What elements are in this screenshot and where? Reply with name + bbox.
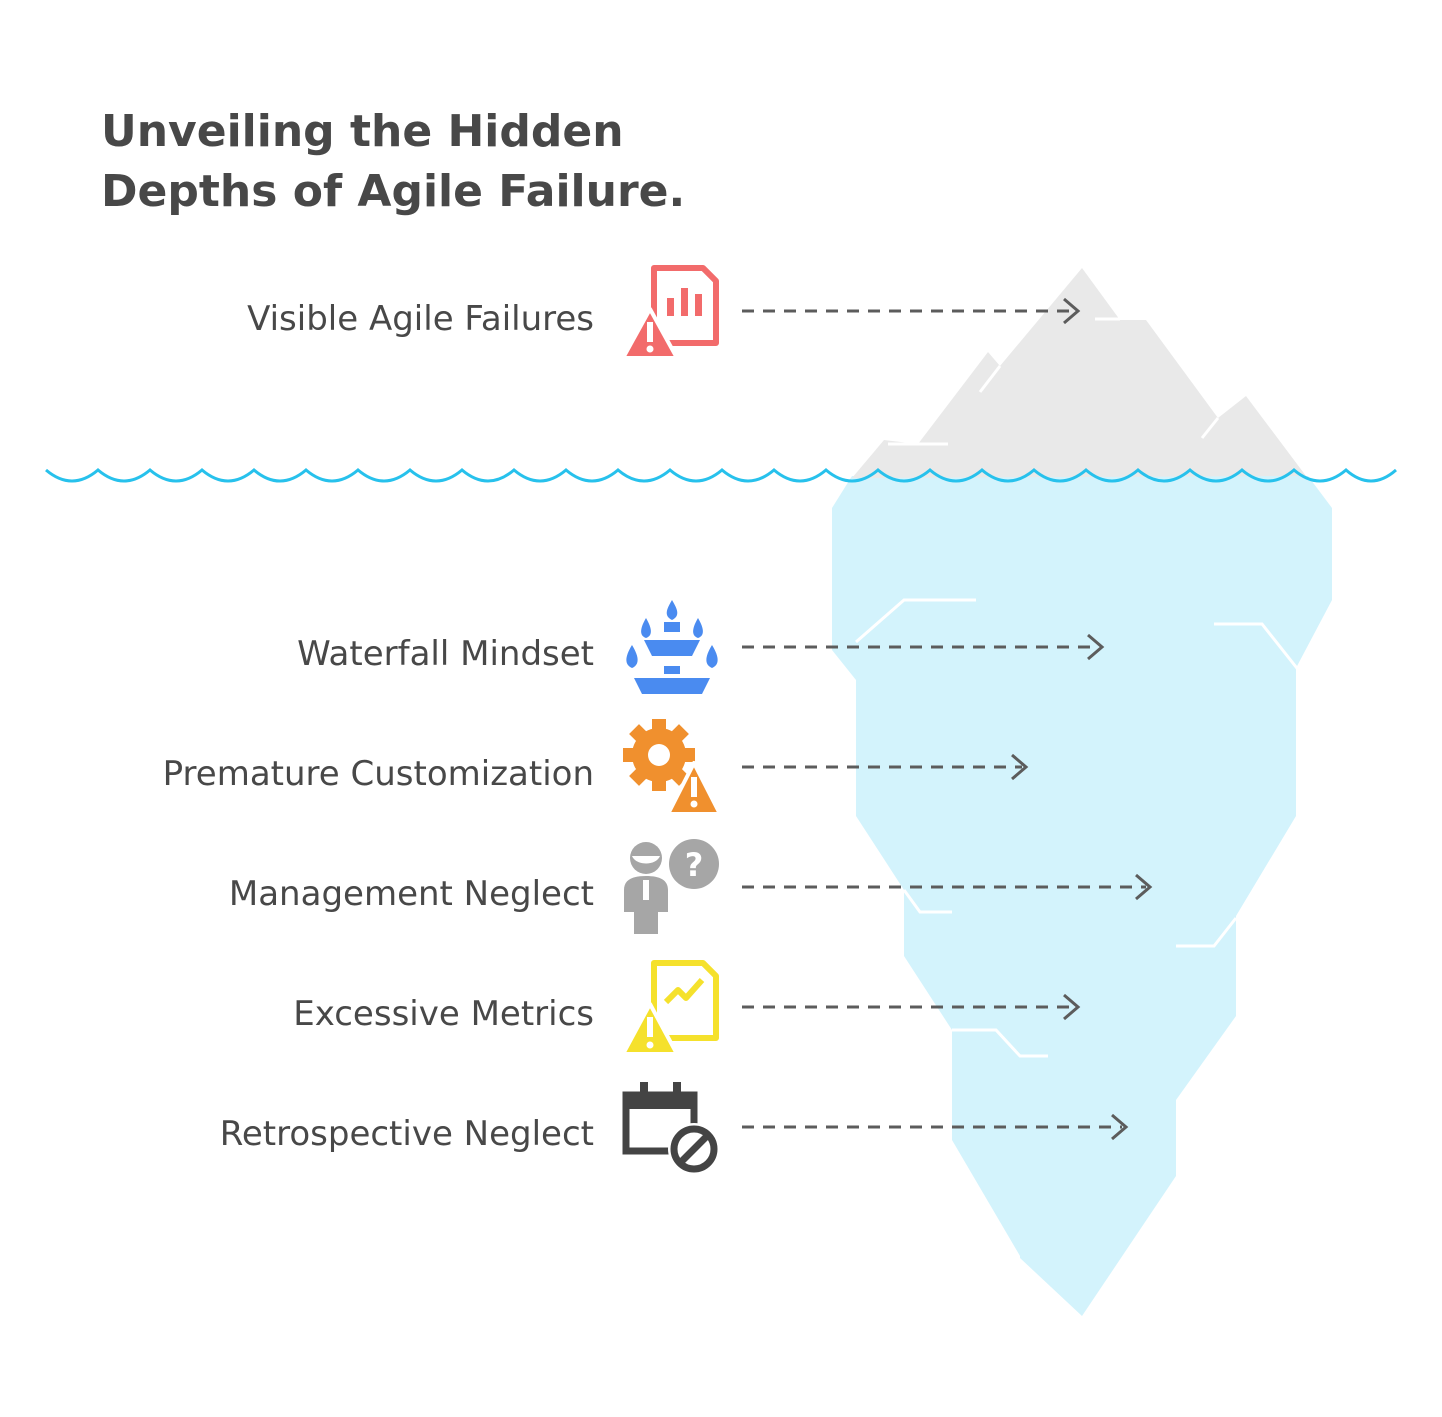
arrow-premature-customization [742, 753, 1029, 781]
title-line-2: Depths of Agile Failure. [101, 166, 685, 217]
arrow-retrospective-neglect [742, 1113, 1129, 1141]
calendar-blocked-icon [622, 1082, 720, 1175]
arrow-excessive-metrics [742, 993, 1081, 1021]
label-retrospective-neglect: Retrospective Neglect [220, 1114, 594, 1154]
label-excessive-metrics: Excessive Metrics [293, 994, 594, 1034]
svg-text:?: ? [685, 846, 704, 884]
iceberg-tip [852, 268, 1306, 478]
ice-highlights [855, 317, 1302, 1058]
water-line [45, 468, 1397, 483]
chart-warning-icon [621, 960, 719, 1056]
gear-warning-icon [623, 719, 722, 816]
arrow-waterfall-mindset [742, 633, 1105, 661]
title-line-1: Unveiling the Hidden [101, 106, 624, 157]
arrow-management-neglect [742, 873, 1153, 901]
person-question-icon: ? [624, 839, 719, 934]
iceberg-underwater [832, 476, 1332, 1316]
label-management-neglect: Management Neglect [229, 874, 594, 914]
fountain-icon [626, 600, 718, 694]
diagram-title: Unveiling the Hidden Depths of Agile Fai… [101, 106, 685, 217]
report-warning-icon [621, 265, 719, 360]
arrow-visible-agile-failures [742, 297, 1081, 325]
label-waterfall-mindset: Waterfall Mindset [297, 634, 594, 674]
label-premature-customization: Premature Customization [163, 754, 594, 794]
label-visible-agile-failures: Visible Agile Failures [247, 299, 594, 339]
